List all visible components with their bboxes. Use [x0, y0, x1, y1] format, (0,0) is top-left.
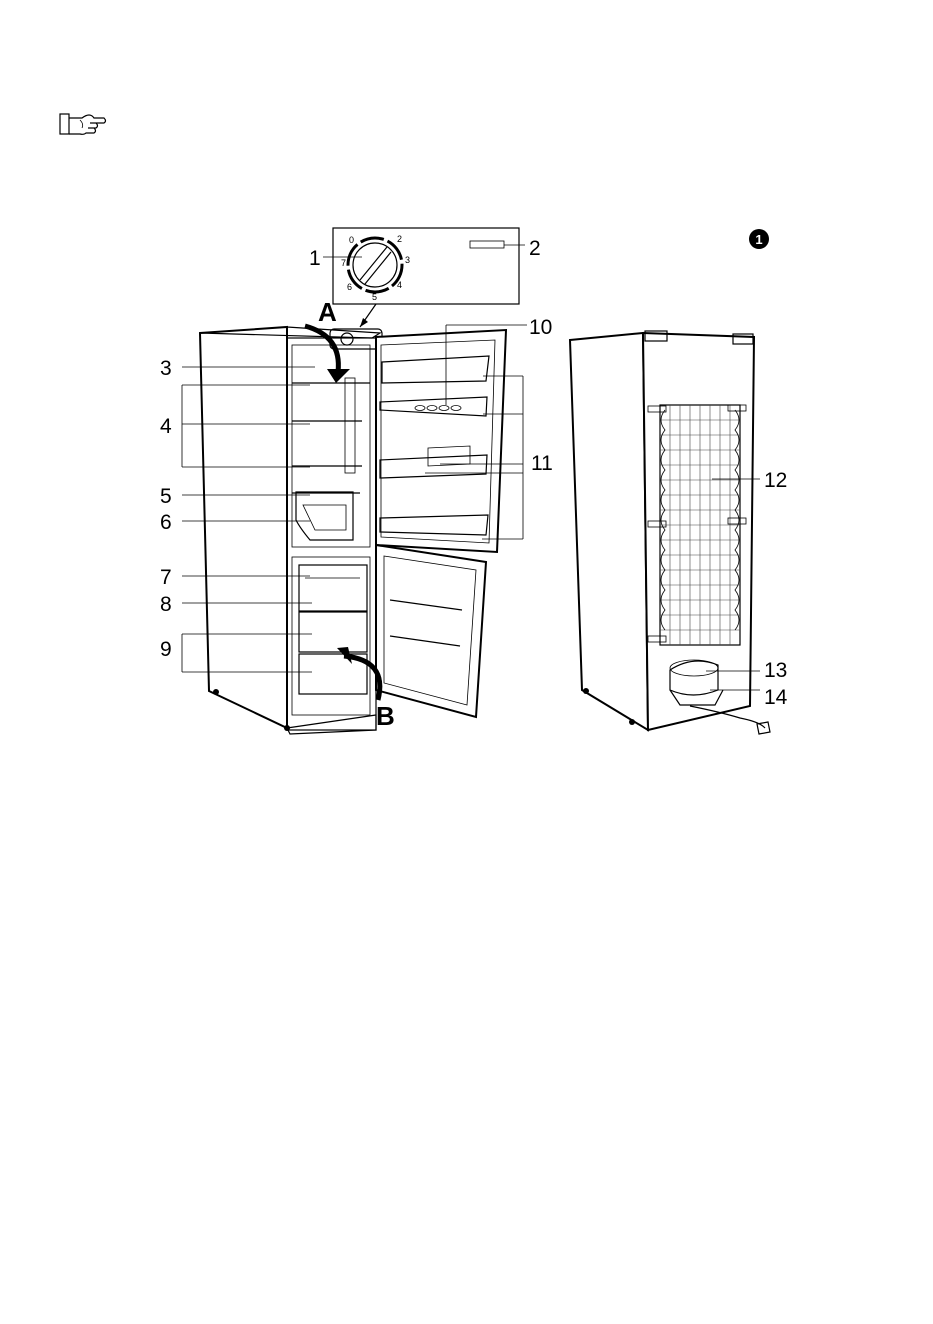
dial-mark-3: 3 [405, 255, 410, 265]
callout-12: 12 [764, 469, 787, 492]
callout-10: 10 [529, 316, 552, 339]
callout-1: 1 [309, 247, 321, 270]
dial-mark-7: 7 [341, 258, 346, 268]
dial-mark-5: 5 [372, 292, 377, 302]
callout-4: 4 [160, 415, 172, 438]
figure-badge: 1 [749, 229, 769, 249]
arrow-b-label: B [376, 701, 395, 731]
callout-13: 13 [764, 659, 787, 682]
dial-mark-2: 2 [397, 234, 402, 244]
callout-11: 11 [531, 452, 553, 475]
callout-8: 8 [160, 593, 172, 616]
fridge-rear-view [570, 331, 770, 734]
callout-5: 5 [160, 485, 172, 508]
callout-3: 3 [160, 357, 172, 380]
dial-mark-6: 6 [347, 282, 352, 292]
dial-mark-0: 0 [349, 235, 354, 245]
callout-2: 2 [529, 237, 541, 260]
fridge-front-view [200, 326, 506, 734]
pointing-hand-icon [60, 114, 106, 134]
callout-14: 14 [764, 686, 788, 709]
callout-6: 6 [160, 511, 172, 534]
control-panel-detail: 0 2 3 4 5 6 7 [323, 228, 525, 327]
callout-7: 7 [160, 566, 172, 589]
callout-9: 9 [160, 638, 172, 661]
arrow-a-label: A [318, 297, 337, 327]
figure-number: 1 [755, 232, 762, 247]
dial-mark-4: 4 [397, 280, 402, 290]
